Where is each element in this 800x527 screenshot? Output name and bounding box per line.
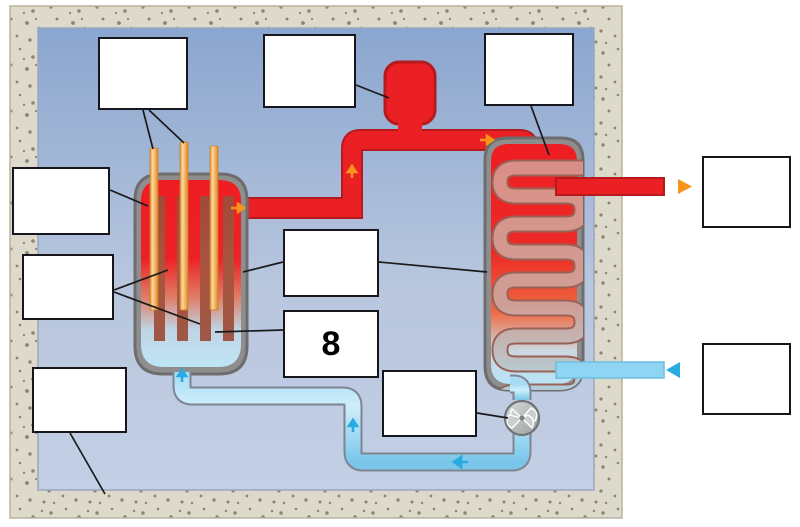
feedwater-inlet-arrow [666,362,694,378]
leader-box1-a [142,109,154,150]
leader-box8 [214,329,284,333]
answer-box-7[interactable] [283,229,379,297]
leader-box7-a [242,261,284,273]
cold-leg-arrow-riser [346,417,360,432]
cold-leg-arrow-vessel-inlet [175,367,189,382]
coolant-pump [503,399,541,437]
pressurizer [383,60,437,144]
hot-leg-arrow-riser [345,163,359,178]
answer-box-4[interactable] [12,167,110,235]
answer-box-2[interactable] [263,34,356,108]
leader-box7-b [378,261,488,273]
answer-box-3[interactable] [484,33,574,106]
hot-leg-arrow-vessel-outlet [231,201,247,215]
leader-box2 [355,84,390,99]
hot-leg-arrow-to-generator [480,133,496,147]
leader-box6 [69,432,106,495]
steam-outlet-arrow [664,179,692,194]
leader-box1-b [148,109,185,144]
feedwater-inlet [555,361,665,379]
answer-box-5[interactable] [22,254,114,320]
leader-box5-a [113,269,169,291]
leader-box4 [109,189,149,207]
leader-lines [69,84,550,495]
answer-box-9[interactable] [382,370,477,437]
steam-outlet [555,177,665,196]
leader-box3 [530,105,550,156]
cold-leg-arrow-bottom [451,454,468,470]
answer-box-6[interactable] [32,367,127,433]
leader-box5-b [113,291,201,325]
answer-box-10[interactable] [702,156,791,228]
answer-box-8[interactable]: 8 [283,310,379,378]
control-rods [149,141,219,311]
answer-box-11[interactable] [702,343,791,415]
answer-box-1[interactable] [98,37,188,110]
answer-box-8-value: 8 [321,325,341,363]
flow-arrows [175,133,694,470]
leader-box9 [476,412,509,419]
